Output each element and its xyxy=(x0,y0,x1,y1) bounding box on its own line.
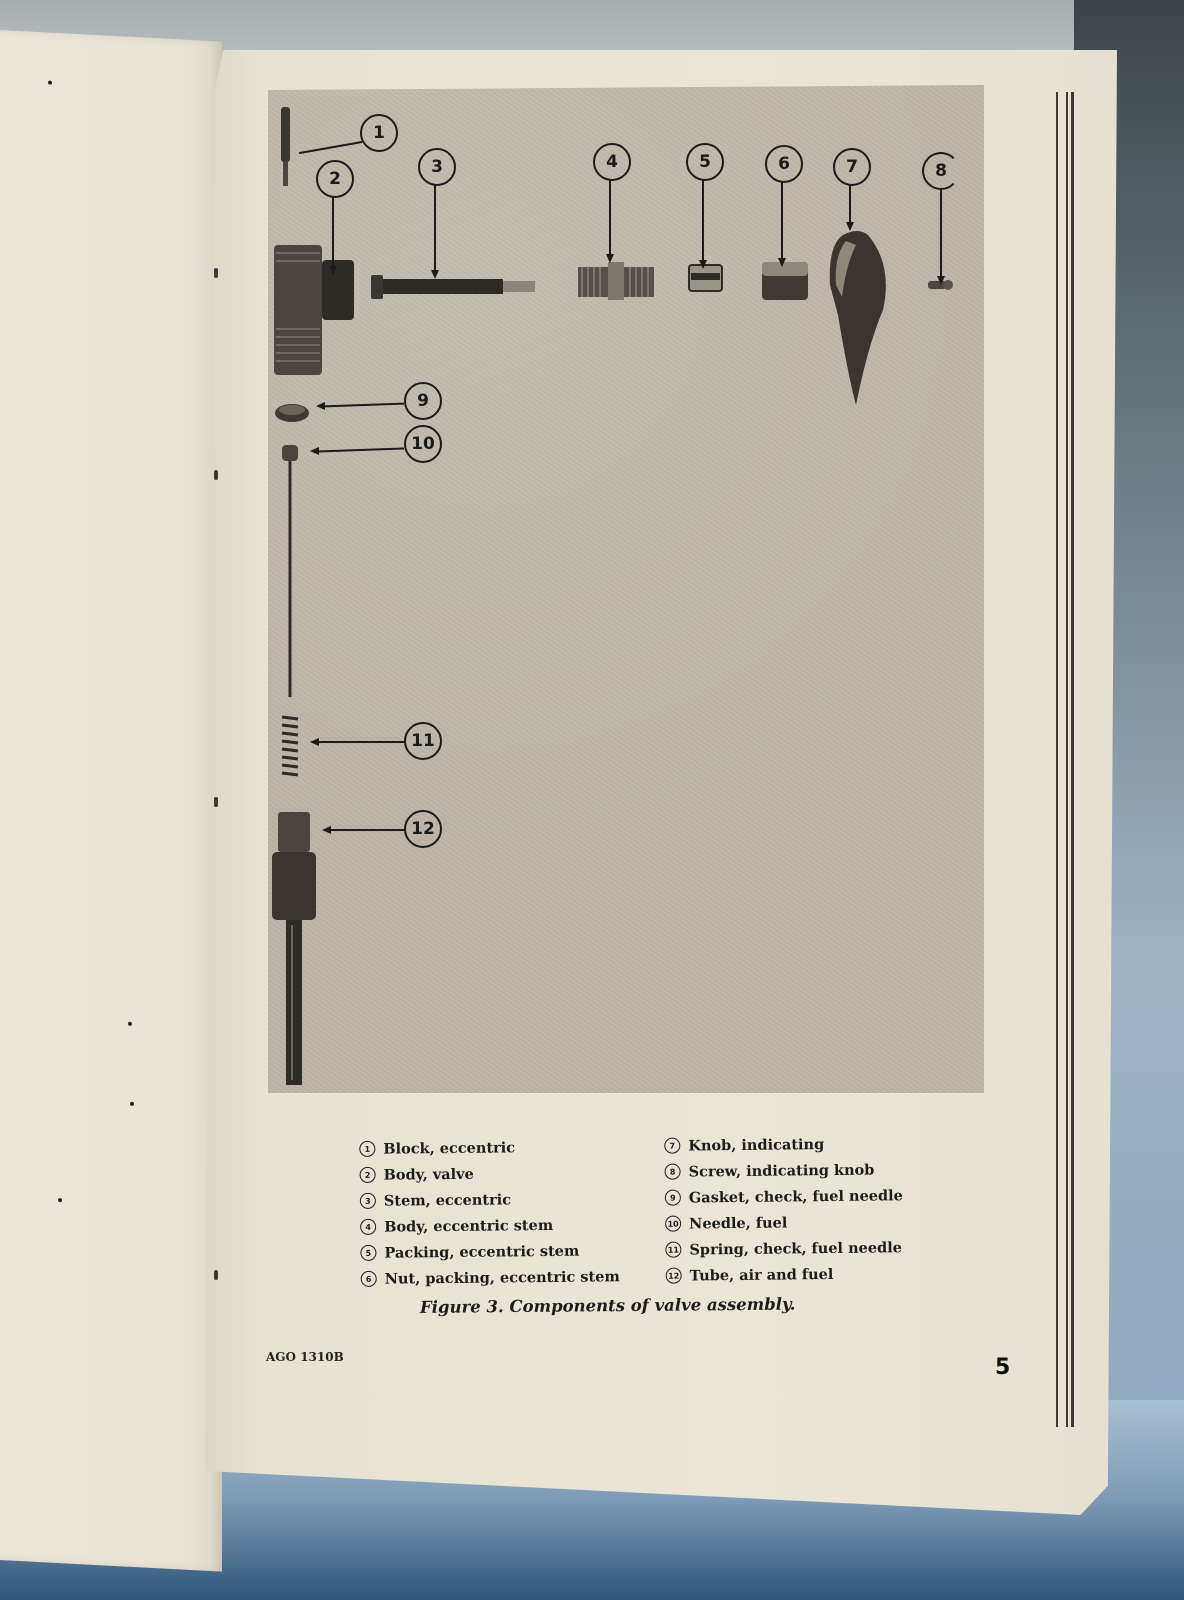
legend-number: 12 xyxy=(665,1267,682,1284)
legend-number: 6 xyxy=(360,1270,377,1287)
callout-10: 10 xyxy=(404,425,442,463)
form-code: AGO 1310B xyxy=(266,1350,344,1364)
margin-rule xyxy=(1071,92,1074,1427)
arrowhead xyxy=(310,447,319,455)
legend-item-11: 11 Spring, check, fuel needle xyxy=(665,1236,920,1261)
callout-11: 11 xyxy=(404,722,442,760)
legend-number: 8 xyxy=(664,1163,681,1180)
legend-label: Tube, air and fuel xyxy=(689,1265,834,1284)
binding-stitch xyxy=(214,797,218,807)
binding-stitch xyxy=(214,268,218,278)
legend-label: Spring, check, fuel needle xyxy=(689,1238,903,1258)
leader-line xyxy=(332,196,334,268)
arrowhead xyxy=(606,254,614,263)
legend-label: Screw, indicating knob xyxy=(688,1161,875,1180)
legend-number: 5 xyxy=(360,1244,377,1261)
legend-label: Needle, fuel xyxy=(689,1213,788,1232)
callout-7: 7 xyxy=(833,148,871,186)
legend-item-3: 3 Stem, eccentric xyxy=(359,1187,665,1212)
legend-number: 1 xyxy=(359,1140,376,1157)
legend-item-6: 6 Nut, packing, eccentric stem xyxy=(360,1265,666,1290)
callout-5: 5 xyxy=(686,143,724,181)
leader-line xyxy=(849,184,851,224)
legend-label: Stem, eccentric xyxy=(383,1190,512,1210)
arrowhead xyxy=(846,222,854,231)
legend-number: 2 xyxy=(359,1166,376,1183)
callout-12: 12 xyxy=(404,810,442,848)
callout-3: 3 xyxy=(418,148,456,186)
speck xyxy=(130,1101,134,1107)
legend-item-8: 8 Screw, indicating knob xyxy=(664,1158,919,1183)
callout-8: 8 xyxy=(922,152,960,190)
leader-line xyxy=(940,188,942,278)
binding-stitch xyxy=(214,1270,218,1280)
arrowhead xyxy=(329,266,337,275)
arrowhead xyxy=(316,402,325,410)
leader-line xyxy=(318,741,404,743)
legend-label: Packing, eccentric stem xyxy=(384,1242,580,1262)
callout-2: 2 xyxy=(316,160,354,198)
callout-1: 1 xyxy=(360,114,398,152)
speck xyxy=(58,1198,62,1203)
legend-number: 9 xyxy=(664,1189,681,1206)
figure-caption: Figure 3. Components of valve assembly. xyxy=(419,1294,796,1317)
arrowhead xyxy=(310,738,319,746)
legend-item-12: 12 Tube, air and fuel xyxy=(665,1262,921,1287)
arrowhead xyxy=(778,258,786,267)
arrowhead xyxy=(431,270,439,279)
leader-line xyxy=(781,181,783,259)
arrowhead xyxy=(322,826,331,834)
legend-label: Body, valve xyxy=(383,1165,474,1184)
page-number: 5 xyxy=(995,1355,1011,1380)
callout-6: 6 xyxy=(765,145,803,183)
legend-number: 4 xyxy=(360,1218,377,1235)
legend-number: 11 xyxy=(665,1241,682,1258)
leader-line xyxy=(702,179,704,262)
arrowhead xyxy=(699,260,707,269)
legend-label: Knob, indicating xyxy=(688,1135,825,1154)
leader-line xyxy=(434,184,436,272)
legend-item-10: 10 Needle, fuel xyxy=(665,1210,920,1235)
legend-item-9: 9 Gasket, check, fuel needle xyxy=(664,1184,920,1209)
legend-label: Gasket, check, fuel needle xyxy=(688,1186,903,1206)
leader-line xyxy=(609,179,611,255)
legend-item-1: 1 Block, eccentric xyxy=(359,1135,664,1160)
callout-4: 4 xyxy=(593,143,631,181)
legend-item-5: 5 Packing, eccentric stem xyxy=(360,1239,665,1264)
binding-stitch xyxy=(214,470,218,480)
legend-item-7: 7 Knob, indicating xyxy=(664,1132,919,1157)
callout-9: 9 xyxy=(404,382,442,420)
legend-label: Block, eccentric xyxy=(383,1138,516,1158)
legend-label: Nut, packing, eccentric stem xyxy=(384,1267,620,1288)
legend-number: 3 xyxy=(359,1192,376,1209)
arrowhead xyxy=(937,276,945,285)
valve-components-illustration xyxy=(272,107,953,1085)
left-page xyxy=(0,30,222,1572)
margin-rule xyxy=(1056,92,1058,1427)
margin-rule xyxy=(1066,92,1068,1427)
legend-label: Body, eccentric stem xyxy=(384,1216,554,1236)
legend-number: 7 xyxy=(664,1137,681,1154)
figure-photo xyxy=(268,85,984,1093)
leader-line xyxy=(330,829,404,831)
speck xyxy=(128,1021,132,1026)
speck xyxy=(48,80,52,85)
legend-item-2: 2 Body, valve xyxy=(359,1161,664,1186)
legend-item-4: 4 Body, eccentric stem xyxy=(360,1213,665,1238)
legend-number: 10 xyxy=(665,1215,682,1232)
